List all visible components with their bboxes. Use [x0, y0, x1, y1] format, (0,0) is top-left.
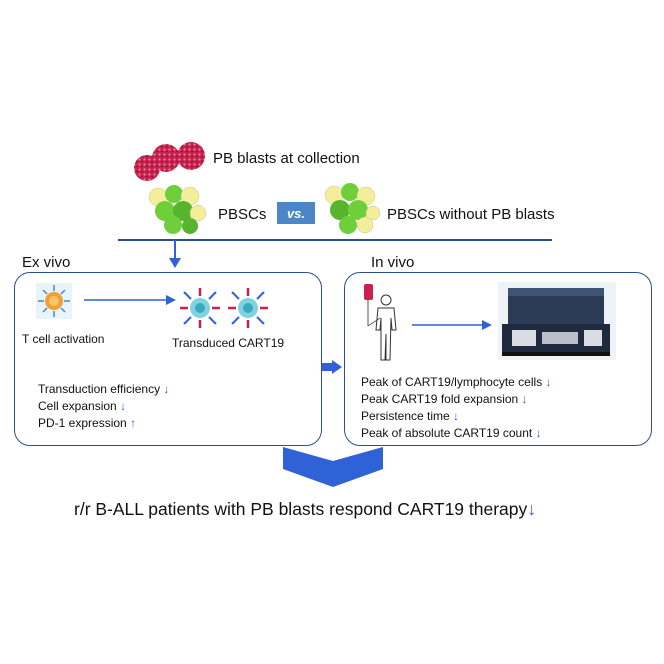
metric-row: PD-1 expression ↑ — [38, 416, 137, 430]
metric-row: Cell expansion ↓ — [38, 399, 127, 413]
ex-vivo-title: Ex vivo — [22, 254, 71, 271]
flow-cytometer-icon — [498, 282, 616, 360]
t-cell-label: T cell activation — [22, 332, 105, 346]
pbscs-without-cells-icon — [324, 183, 381, 234]
trend-arrow: ↓ — [545, 375, 552, 389]
transduced-label: Transduced CART19 — [172, 336, 285, 350]
right-arrow-icon — [412, 320, 492, 330]
trend-arrow: ↓ — [453, 409, 460, 423]
convergence-chevron-icon — [283, 447, 383, 487]
pb-blasts-label: PB blasts at collection — [213, 150, 360, 167]
in-vivo-metrics: Peak of CART19/lymphocyte cells ↓ Peak C… — [361, 374, 552, 442]
trend-arrow: ↓ — [527, 499, 537, 519]
pb-blasts-icon — [134, 142, 205, 181]
ex-vivo-metrics: Transduction efficiency ↓ Cell expansion… — [38, 381, 169, 432]
metric-row: Peak of CART19/lymphocyte cells ↓ — [361, 375, 552, 389]
metric-row: Persistence time ↓ — [361, 409, 460, 423]
trend-arrow: ↓ — [120, 399, 127, 413]
down-arrow-icon — [169, 240, 181, 268]
trend-arrow: ↓ — [535, 426, 542, 440]
trend-arrow: ↑ — [130, 416, 137, 430]
conclusion-label: r/r B-ALL patients with PB blasts respon… — [74, 499, 528, 519]
patient-infusion-icon — [364, 284, 397, 361]
separator-line — [118, 239, 552, 241]
vs-label: vs. — [286, 205, 306, 221]
conclusion-text: r/r B-ALL patients with PB blasts respon… — [74, 499, 536, 520]
t-cell-icon — [36, 283, 72, 319]
trend-arrow: ↓ — [521, 392, 528, 406]
in-vivo-title: In vivo — [371, 254, 415, 271]
cart19-cells-icon — [180, 288, 268, 328]
pbscs-cells-icon — [148, 185, 207, 234]
panel-connector-arrow-icon — [322, 360, 342, 374]
metric-row: Transduction efficiency ↓ — [38, 382, 170, 396]
trend-arrow: ↓ — [163, 382, 170, 396]
right-arrow-icon — [84, 295, 176, 305]
vs-badge: vs. — [277, 202, 315, 224]
pbscs-without-label: PBSCs without PB blasts — [387, 206, 555, 223]
pbscs-label: PBSCs — [218, 206, 267, 223]
metric-row: Peak of absolute CART19 count ↓ — [361, 426, 542, 440]
metric-row: Peak CART19 fold expansion ↓ — [361, 392, 528, 406]
